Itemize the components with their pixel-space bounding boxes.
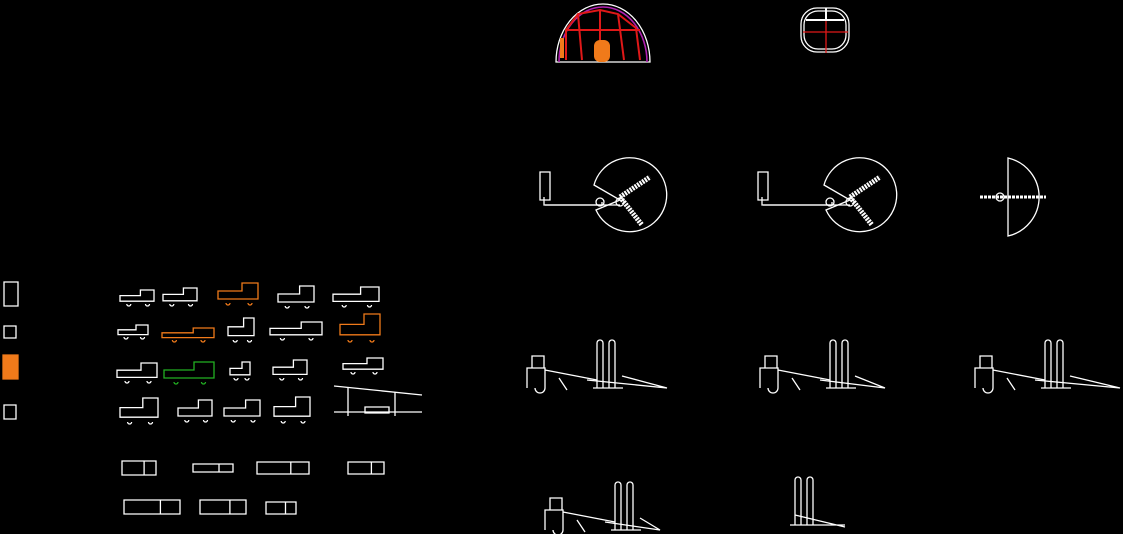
vehicle-front-symbol [2,354,19,380]
vehicle-symbol [272,359,308,381]
vehicle-symbol [229,361,251,381]
construction-vehicles-library [2,281,423,515]
vehicle-plan-symbol [192,463,234,473]
batching-plant-2 [759,339,886,394]
vehicle-plan-symbol [256,461,310,475]
tunnel-section-small [800,7,850,53]
vehicle-symbol [339,313,381,343]
vehicle-symbol [269,321,323,341]
vehicle-symbol [117,324,149,340]
conveyor-symbol [333,385,423,416]
vehicle-plan-symbol [347,461,385,475]
vehicle-plan-symbol [199,499,247,515]
vehicle-symbol [217,282,259,306]
vehicle-symbol [342,357,384,375]
drill-jumbo-plan-3 [980,157,1046,237]
vehicle-front-symbol [3,404,17,420]
vehicle-plan-symbol [123,499,181,515]
vehicle-symbol [119,289,155,307]
vehicle-symbol [223,399,261,423]
vehicle-front-symbol [3,325,17,339]
vehicle-symbol [227,317,255,343]
batching-plant-4 [544,481,661,534]
batching-plant-1 [526,339,668,394]
vehicle-plan-symbol [121,460,157,476]
vehicle-plan-symbol [265,501,297,515]
vehicle-symbol [162,287,198,307]
drill-jumbo-plan-1 [539,157,668,233]
batching-plant-3 [974,339,1121,394]
batching-plant-5 [790,476,846,528]
vehicle-symbol [161,327,215,343]
vehicle-symbol [177,399,213,423]
vehicle-symbol [332,286,380,308]
vehicle-symbol [273,396,311,424]
tunnel-section-with-formwork [555,3,651,63]
drill-jumbo-plan-2 [757,157,898,233]
vehicle-symbol [163,361,215,385]
vehicle-symbol [119,397,159,425]
vehicle-symbol [116,362,158,384]
vehicle-symbol [277,285,315,309]
vehicle-front-symbol [3,281,19,307]
